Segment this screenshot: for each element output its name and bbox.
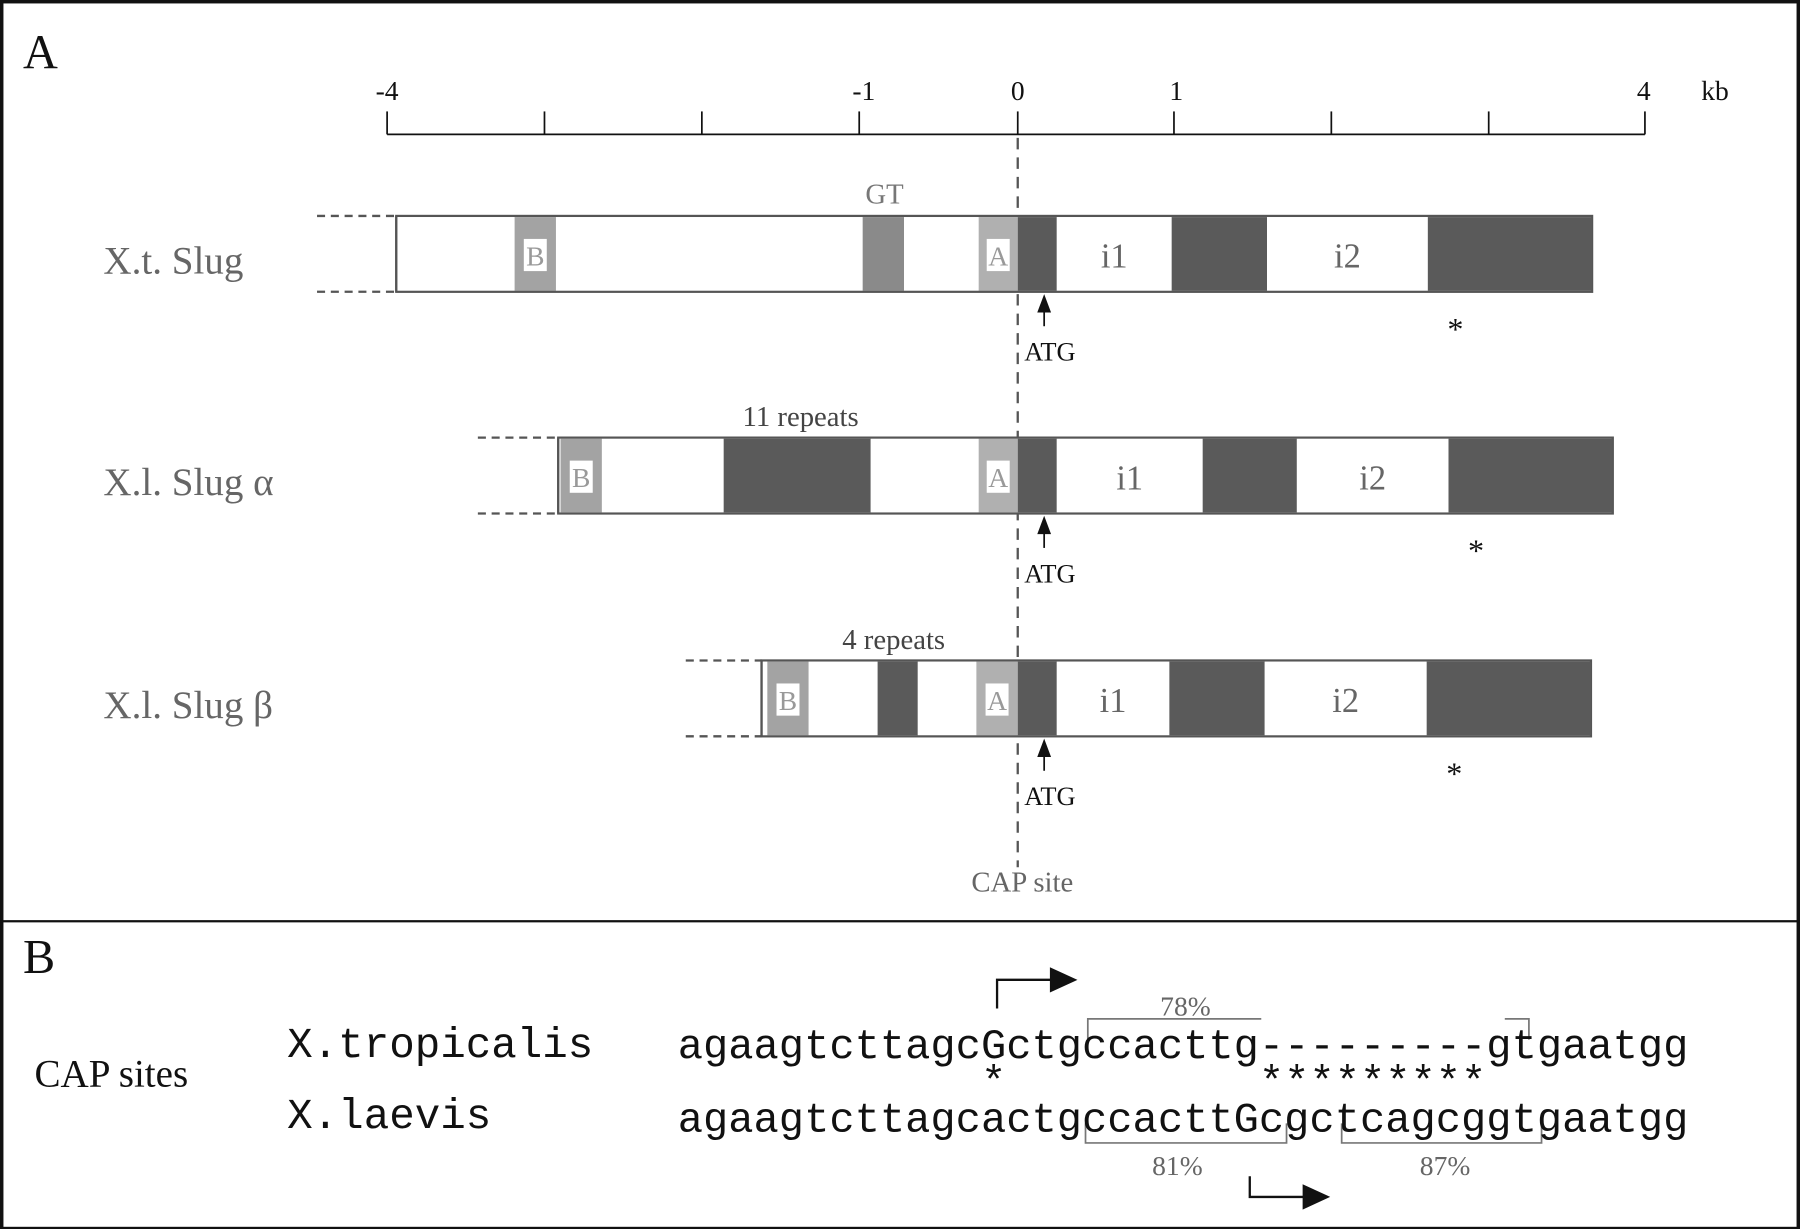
atg-arrowhead (1037, 738, 1052, 757)
axis-unit: kb (1701, 76, 1729, 107)
tick-label: 4 (1636, 76, 1651, 107)
noncoding-region (555, 217, 863, 291)
identity-78: 78% (1160, 992, 1211, 1023)
box-label-bg (986, 460, 1010, 493)
upstream-annotation: GT (865, 179, 904, 211)
bracket-78 (1086, 1018, 1262, 1040)
intron-label: i1 (1116, 459, 1144, 498)
exon-block (1202, 438, 1297, 513)
exon-block (1169, 661, 1265, 736)
box-label: A (988, 463, 1009, 494)
tick-label: -1 (852, 76, 876, 107)
match-stars: * ********* (677, 1059, 1487, 1109)
intron-block (1056, 438, 1203, 513)
intron-label: i2 (1334, 237, 1361, 276)
species-label-laevis: X.laevis (287, 1094, 492, 1143)
box-label: B (572, 463, 591, 494)
exon-block (877, 661, 918, 736)
stop-codon-star: * (1468, 534, 1485, 571)
box-label-bg (569, 460, 593, 493)
sequence-tropicalis: agaagtcttagcGctgccacttg---------gtgaatgg (677, 1023, 1689, 1072)
bracket-81 (1084, 1123, 1288, 1144)
box-label-bg (776, 683, 800, 716)
gene-name: X.l. Slug β (103, 685, 273, 728)
panel-b-label: B (22, 931, 56, 985)
cap-sites-title: CAP sites (34, 1053, 189, 1097)
box-label: A (987, 686, 1008, 717)
species-label-tropicalis: X.tropicalis (287, 1022, 594, 1072)
exon-block (1426, 661, 1591, 736)
atg-label: ATG (1024, 559, 1076, 588)
sequence-laevis: agaagtcttagcactgccacttGcgctcagcggtgaatgg (677, 1096, 1689, 1145)
exon-block (1427, 217, 1593, 291)
exon-block (1017, 661, 1057, 736)
intron-block (1267, 217, 1428, 291)
intron-block (1264, 661, 1427, 736)
intron-block (1056, 217, 1172, 291)
gene-structures (317, 214, 1614, 771)
intron-label: i1 (1099, 682, 1127, 720)
tick-label: 0 (1010, 76, 1025, 107)
gene-name: X.l. Slug α (103, 462, 274, 505)
box-label: A (988, 242, 1009, 273)
atg-label: ATG (1024, 781, 1076, 811)
atg-label: ATG (1024, 337, 1076, 367)
exon-block (1448, 438, 1613, 513)
noncoding-region (601, 438, 724, 513)
atg-arrowhead (1037, 294, 1052, 313)
gene-name: X.t. Slug (103, 240, 244, 284)
identity-brackets (1084, 1018, 1543, 1144)
tss-arrow-laevis (1248, 1176, 1331, 1210)
intron-label: i2 (1359, 459, 1387, 498)
stop-codon-star: * (1447, 312, 1464, 349)
noncoding-region (917, 661, 977, 736)
panel-a-label: A (22, 26, 58, 79)
box-label-bg (986, 238, 1010, 272)
gt-repeat-block (862, 217, 905, 291)
bracket-87 (1340, 1123, 1543, 1144)
noncoding-region (761, 661, 768, 736)
exon-block (1017, 438, 1057, 513)
tick-label: 1 (1169, 76, 1184, 107)
box-label-bg (985, 683, 1009, 716)
bracket-78-end (1504, 1018, 1530, 1040)
upstream-annotation: 4 repeats (842, 624, 946, 656)
stop-codon-star: * (1446, 757, 1463, 794)
exon-block (1017, 217, 1057, 291)
intron-block (1296, 438, 1449, 513)
exon-block (1171, 217, 1268, 291)
upstream-annotation: 11 repeats (742, 402, 859, 434)
noncoding-region (808, 661, 878, 736)
intron-label: i1 (1100, 237, 1128, 276)
box-label-bg (523, 238, 547, 272)
noncoding-region (870, 438, 979, 513)
identity-81: 81% (1152, 1151, 1203, 1182)
identity-87: 87% (1419, 1151, 1471, 1182)
tss-arrow-tropicalis (995, 967, 1078, 1009)
exon-block (723, 438, 871, 513)
intron-label: i2 (1332, 682, 1360, 720)
box-label: B (526, 242, 545, 273)
noncoding-region (904, 217, 979, 291)
cap-site-label: CAP site (971, 867, 1074, 899)
kb-axis (386, 111, 1646, 136)
tick-label: -4 (375, 76, 399, 107)
atg-arrowhead (1037, 515, 1052, 535)
noncoding-region (396, 217, 515, 291)
intron-block (1056, 661, 1170, 736)
box-label: B (778, 686, 798, 717)
